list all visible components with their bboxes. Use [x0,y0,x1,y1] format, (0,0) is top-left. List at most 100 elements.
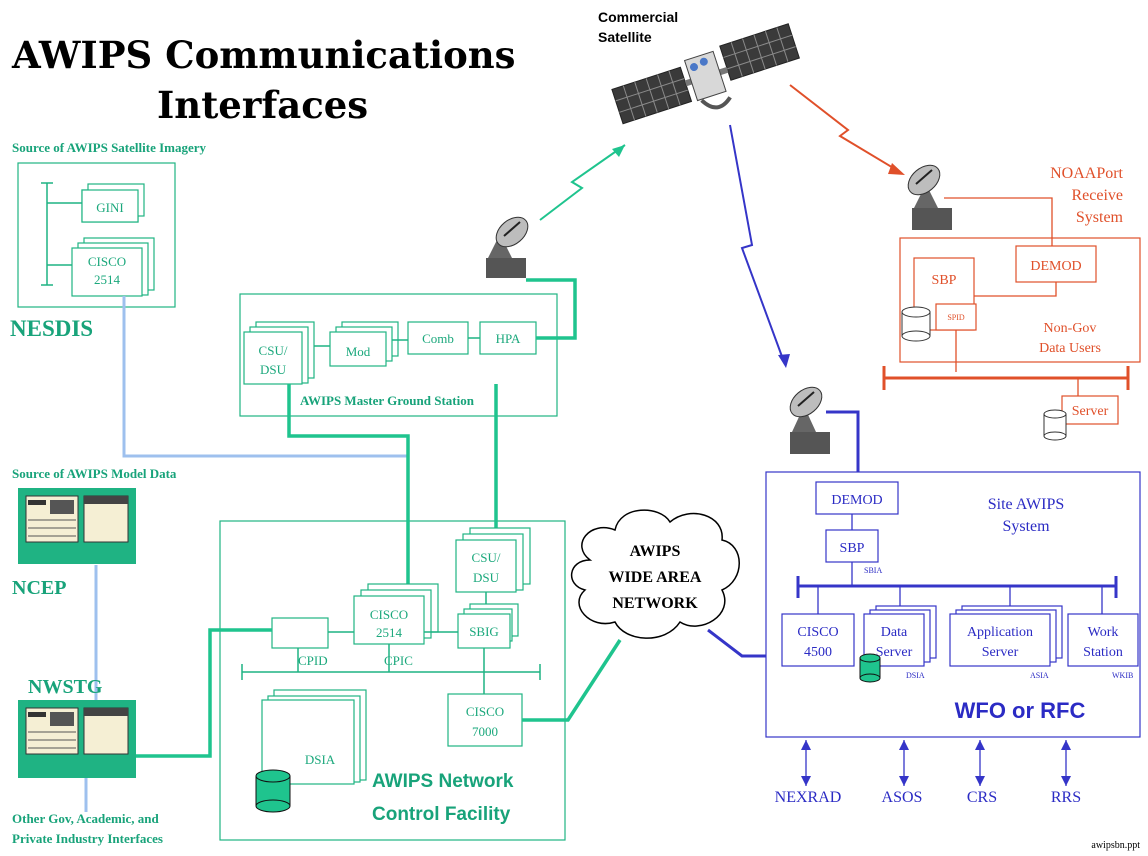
site-dish-link [826,410,860,482]
site-database-icon [859,653,881,683]
noaaport-database-icon [901,306,931,342]
noaaport-label-line1: NOAAPort [1050,165,1123,182]
downlink-site-arrow [729,124,785,363]
nesdis-bus [41,182,82,286]
mgs-csu-line2: DSU [260,362,287,377]
site-dsia-label: DSIA [906,671,925,680]
downlink-noaaport-arrowhead [888,163,905,175]
nesdis-gini-box [81,189,139,223]
mgs-hpa-label: HPA [496,331,521,346]
mgs-to-ncf-link-a [287,384,410,590]
site-asia-label: ASIA [1030,671,1049,680]
input-rrs: RRS [1051,789,1081,806]
other-interfaces-line1: Other Gov, Academic, and [12,811,160,826]
noaaport-dish-link [944,197,1053,246]
noaaport-label-line2: Receive [1071,187,1123,204]
ncf-csu-dsu-box [455,539,517,593]
ncf-cisco2514-box [353,595,425,645]
mgs-csu-line1: CSU/ [259,343,288,358]
ncf-cisco7000-box [447,693,523,747]
site-cisco-box [781,613,855,667]
site-data-server-line1: Data [881,625,908,640]
mgs-comb-label: Comb [422,331,454,346]
noaaport-dish-icon [907,164,952,230]
ncf-cisco2514-line2: 2514 [376,625,403,640]
noaaport-nongov-line1: Non-Gov [1044,321,1097,336]
site-dish-icon [789,386,830,454]
ncf-database-icon [255,769,291,813]
input-arrows [805,740,1067,786]
wan-line3: NETWORK [612,595,698,612]
noaaport-bus [882,366,1130,390]
ncf-cpic-label: CPIC [384,653,413,668]
ncf-cisco7000-line1: CISCO [466,704,504,719]
noaaport-server-database-icon [1043,409,1067,441]
ncf-csu-line2: DSU [473,570,500,585]
site-data-server-line2: Server [876,645,913,660]
ncf-bus-drops [297,644,485,694]
ncep-computer-icon [18,488,136,564]
site-box [765,471,1141,738]
mgs-mod-label: Mod [346,344,371,359]
noaaport-sbp-label: SBP [932,273,957,288]
site-bus-drops [817,562,1103,614]
nwstg-name: NWSTG [28,676,103,698]
site-workstation-line2: Station [1083,645,1123,660]
mgs-to-dish-link [526,278,577,340]
satellite-label-line1: Commercial [598,9,678,25]
downlink-site-arrowhead [778,354,790,368]
wan-line2: WIDE AREA [609,569,702,586]
nesdis-gini-label: GINI [96,200,123,215]
noaaport-nongov-line2: Data Users [1039,341,1101,356]
site-label-line2: System [1002,518,1050,535]
satellite-icon [611,23,800,125]
mgs-internal-links [314,337,480,347]
nwstg-to-ncf-link [136,628,272,758]
site-sbia-label: SBIA [864,566,882,575]
uplink-arrow [539,144,626,221]
nesdis-source-label: Source of AWIPS Satellite Imagery [12,140,207,155]
ncf-cpid-label: CPID [298,653,328,668]
ncf-csu-line1: CSU/ [472,550,501,565]
noaaport-internal-links [955,282,1057,372]
noaaport-demod-label: DEMOD [1030,259,1081,274]
mgs-comb-box [407,321,469,355]
noaaport-spid-label: SPID [947,313,965,322]
site-workstation-box [1067,613,1139,667]
site-cisco-line2: 4500 [804,645,832,660]
ncf-label-line2: Control Facility [372,804,511,825]
ncep-name: NCEP [12,577,66,599]
ncep-source-label: Source of AWIPS Model Data [12,466,177,481]
noaaport-demod-box [1015,245,1097,283]
nesdis-name: NESDIS [10,316,93,341]
site-label-line1: Site AWIPS [988,496,1065,513]
site-app-server-line1: Application [967,625,1033,640]
mgs-mod-box [329,331,387,367]
wan-line1: AWIPS [630,543,681,560]
site-workstation-line1: Work [1088,625,1119,640]
nwstg-computer-icon [18,700,136,778]
site-bus [796,576,1118,598]
site-wkib-label: WKIB [1112,671,1133,680]
mgs-csu-dsu-box [243,331,303,385]
site-app-server-box [949,613,1051,667]
downlink-noaaport-arrow [789,84,901,173]
mgs-dish-icon [486,216,529,278]
nesdis-cisco-line1: CISCO [88,254,126,269]
site-wfo-rfc-label: WFO or RFC [955,698,1086,723]
title-line1: AWIPS Communications [11,33,516,77]
filename-label: awipsbn.ppt [1091,840,1140,851]
nesdis-cisco-box [71,247,143,297]
nesdis-cisco-line2: 2514 [94,272,121,287]
input-crs: CRS [967,789,997,806]
site-app-server-line2: Server [982,645,1019,660]
ncf-sbig-label: SBIG [469,624,499,639]
title-line2: Interfaces [157,83,368,127]
noaaport-server-box [1061,395,1119,425]
input-asos: ASOS [882,789,923,806]
uplink-arrowhead [612,145,625,157]
input-nexrad: NEXRAD [775,789,842,806]
satellite-label-line2: Satellite [598,29,652,45]
noaaport-label-line3: System [1076,209,1124,226]
